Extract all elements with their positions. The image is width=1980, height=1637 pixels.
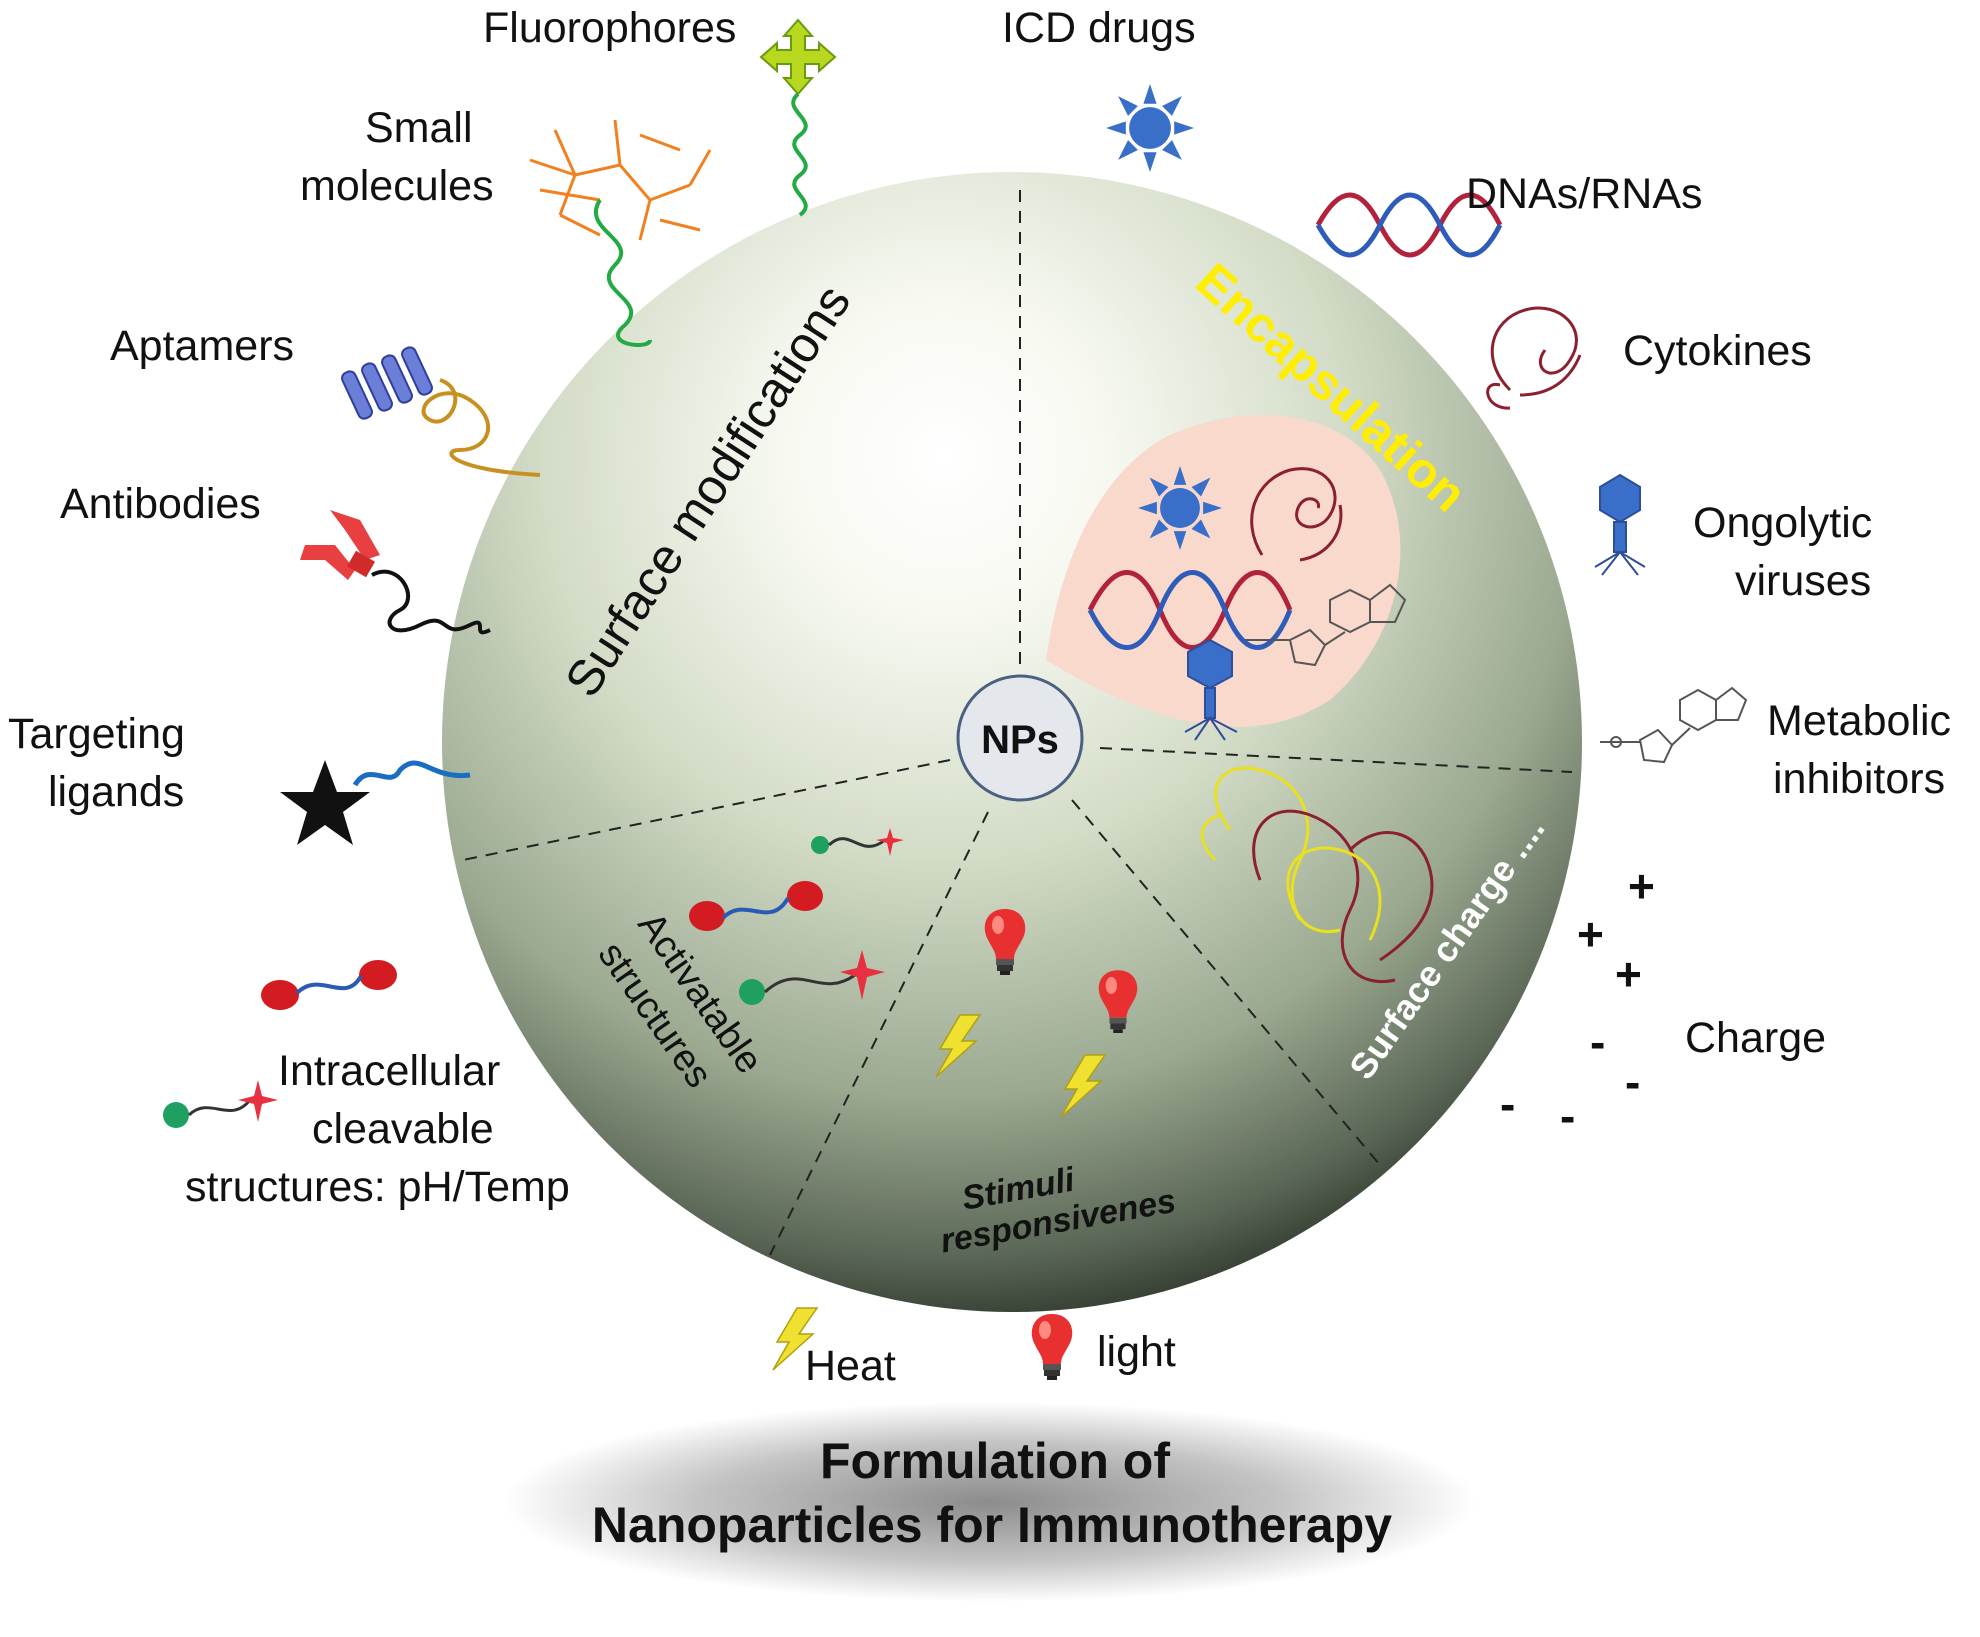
charge-cytokine-squiggles [1200, 766, 1434, 983]
light-bulb-icon [1031, 1314, 1073, 1380]
footer-shadow [503, 1402, 1477, 1602]
sector-dividers [462, 190, 1573, 1256]
small-molecule-linker [593, 198, 652, 347]
cytokine-icon [1486, 306, 1582, 410]
label-icd-drugs: ICD drugs [1002, 4, 1196, 52]
dna-rna-icon [1315, 192, 1503, 258]
metabolic-inhibitor-icon [1600, 686, 1748, 764]
label-light: light [1097, 1328, 1176, 1376]
label-intracellular-2: cleavable [312, 1105, 494, 1153]
footer-title-line2: Nanoparticles for Immunotherapy [592, 1497, 1392, 1553]
plus-sign-3: + [1615, 948, 1642, 1000]
aptamer-icon [341, 346, 541, 477]
label-small-molecules-2: molecules [300, 162, 494, 210]
targeting-ligand-icon [280, 760, 471, 845]
plus-sign-1: + [1628, 860, 1655, 912]
oncolytic-virus-icon [1594, 473, 1646, 576]
footer-title-line1: Formulation of [820, 1433, 1170, 1489]
payload-cytokine-icon [1250, 467, 1343, 562]
label-targeting-2: ligands [48, 768, 184, 816]
outside-dumbbell-icon [261, 960, 397, 1010]
label-dnas-rnas: DNAs/RNAs [1466, 170, 1703, 218]
payload-drug-icon [1138, 466, 1222, 550]
small-molecule-icon [529, 119, 712, 241]
activatable-cleavable-icon-2 [739, 950, 885, 1005]
label-oncolytic-1: Ongolytic [1693, 499, 1872, 547]
fluorophore-icon [759, 18, 837, 217]
label-cytokines: Cytokines [1623, 327, 1812, 375]
label-intracellular-1: Intracellular [278, 1047, 500, 1095]
nps-core-circle [956, 674, 1084, 802]
label-intracellular-3: structures: pH/Temp [185, 1163, 570, 1211]
label-fluorophores: Fluorophores [483, 4, 736, 52]
activatable-cleavable-icon-1 [811, 828, 904, 856]
label-charge: Charge [1685, 1014, 1826, 1062]
label-oncolytic-2: viruses [1735, 557, 1871, 605]
nps-core-label: NPs [981, 718, 1059, 762]
minus-sign-1: - [1590, 1016, 1605, 1068]
plus-sign-2: + [1577, 908, 1604, 960]
activatable-dumbbell-icon [689, 881, 823, 931]
label-metabolic-2: inhibitors [1773, 755, 1945, 803]
minus-sign-3: - [1500, 1078, 1515, 1130]
label-small-molecules-1: Small [365, 104, 473, 152]
label-antibodies: Antibodies [60, 480, 261, 528]
label-heat: Heat [805, 1342, 896, 1390]
icd-drug-icon [1106, 84, 1194, 172]
payload-dna-icon [1087, 570, 1293, 650]
payload-virus-icon [1184, 638, 1238, 741]
charge-signs: + + + - - - - [1500, 860, 1655, 1142]
minus-sign-4: - [1560, 1090, 1575, 1142]
label-metabolic-1: Metabolic [1767, 697, 1951, 745]
minus-sign-2: - [1625, 1056, 1640, 1108]
antibody-icon [300, 510, 491, 635]
payload-metabolite-icon [1245, 583, 1407, 667]
encapsulation-payload-blob [1046, 414, 1401, 727]
outside-cleavable-icon [163, 1080, 278, 1128]
label-targeting-1: Targeting [8, 710, 185, 758]
label-aptamers: Aptamers [110, 322, 294, 370]
